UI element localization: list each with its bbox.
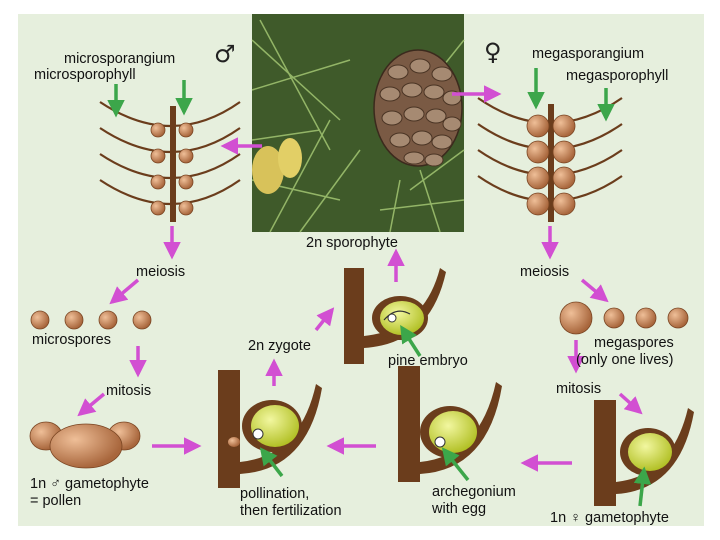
label-male-gametophyte: 1n ♂ gametophyte bbox=[30, 476, 149, 492]
label-megasporophyll: megasporophyll bbox=[566, 68, 669, 84]
label-microsporangium: microsporangium bbox=[64, 51, 176, 67]
pine-cone-photo bbox=[251, 14, 465, 233]
ovule-female-gametophyte bbox=[594, 400, 694, 506]
process-arrows bbox=[77, 85, 643, 472]
pointer-archegonium bbox=[441, 447, 470, 482]
label-mitosis-right: mitosis bbox=[556, 381, 602, 397]
label-with-egg: with egg bbox=[432, 501, 487, 517]
pointer-pollination bbox=[259, 447, 284, 478]
label-megasporangium: megasporangium bbox=[532, 46, 645, 62]
label-megaspores-note: (only one lives) bbox=[576, 352, 674, 368]
label-fertilization: then fertilization bbox=[240, 503, 342, 519]
ovule-archegonium bbox=[398, 366, 502, 482]
pointer-arrows bbox=[107, 68, 652, 507]
label-archegonium: archegonium bbox=[432, 484, 516, 500]
label-female-gametophyte: 1n ♀ gametophyte bbox=[550, 510, 669, 526]
female-symbol: ♀ bbox=[484, 38, 502, 66]
label-sporophyte: 2n sporophyte bbox=[306, 235, 398, 251]
label-megaspores: megaspores bbox=[594, 335, 674, 351]
microspores-group bbox=[30, 310, 152, 330]
pollen-grain bbox=[29, 421, 141, 469]
ovule-pollination bbox=[218, 370, 322, 488]
pointer-female-gametophyte bbox=[633, 466, 652, 507]
arrow-mitosis-to-female-gametophyte bbox=[618, 392, 643, 415]
label-pine-embryo: pine embryo bbox=[388, 353, 468, 369]
arrow-zygote-to-embryo bbox=[314, 307, 335, 332]
megaspores-group bbox=[559, 301, 689, 335]
label-microspores: microspores bbox=[32, 332, 111, 348]
arrow-meiosis-to-microspores bbox=[109, 278, 140, 305]
arrow-meiosis-to-megaspores bbox=[580, 278, 609, 303]
label-zygote: 2n zygote bbox=[248, 338, 311, 354]
label-pollination: pollination, bbox=[240, 486, 310, 502]
label-microsporophyll: microsporophyll bbox=[34, 67, 136, 83]
arrow-mitosis-to-pollen bbox=[77, 392, 106, 417]
male-symbol: ♂ bbox=[214, 40, 236, 68]
label-meiosis-left: meiosis bbox=[136, 264, 186, 280]
label-pollen: = pollen bbox=[30, 493, 82, 509]
label-meiosis-right: meiosis bbox=[520, 264, 570, 280]
label-mitosis-left: mitosis bbox=[106, 383, 152, 399]
female-strobilus bbox=[477, 97, 623, 222]
pointer-pine-embryo bbox=[400, 325, 422, 357]
